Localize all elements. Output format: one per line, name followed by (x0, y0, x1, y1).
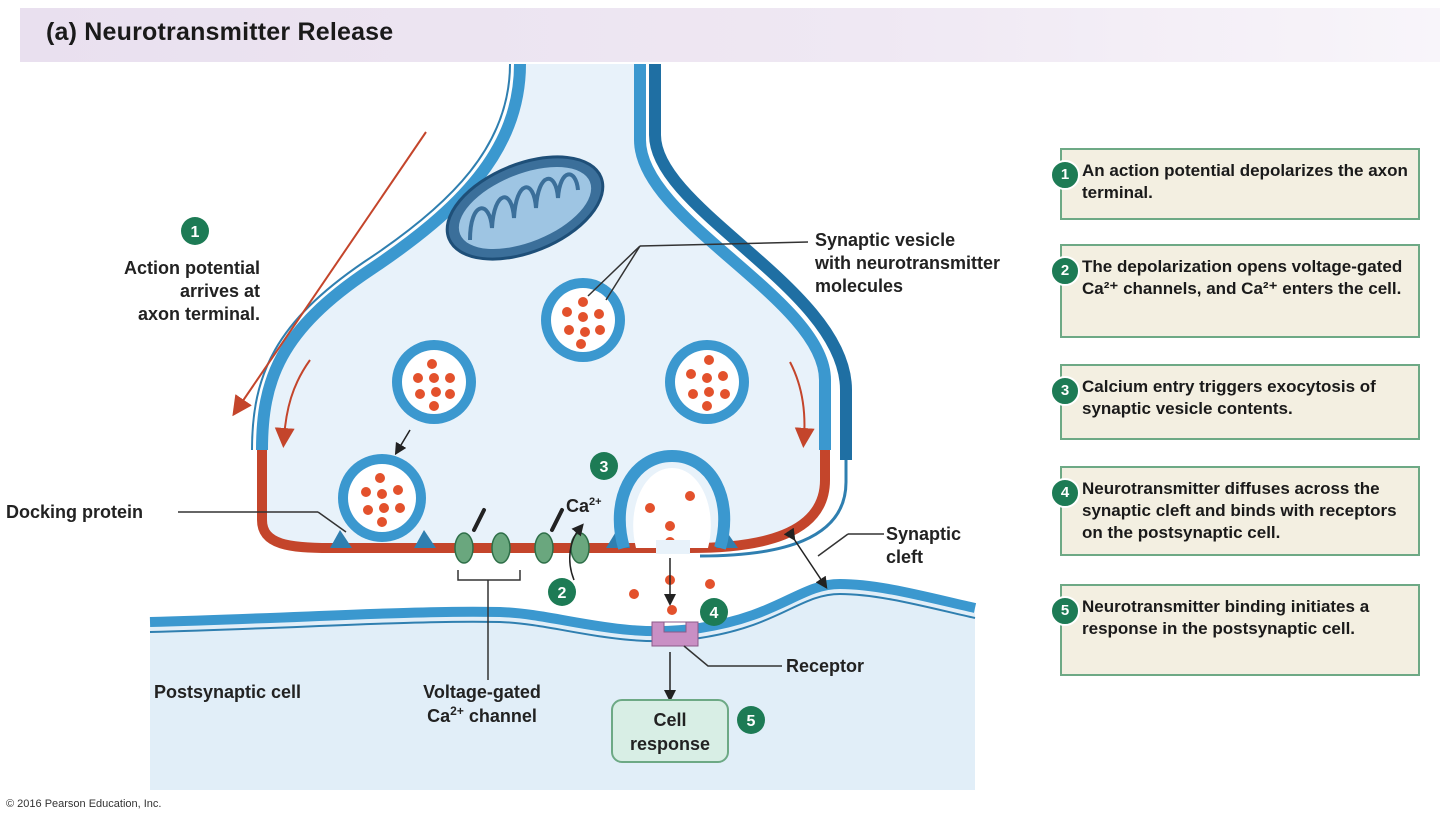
step-box-3: 3 Calcium entry triggers exocytosis of s… (1050, 364, 1420, 440)
step-text-3: Calcium entry triggers exocytosis of syn… (1082, 377, 1376, 418)
step-text-4: Neurotransmitter diffuses across the syn… (1082, 479, 1397, 542)
step-box-4: 4 Neurotransmitter diffuses across the s… (1050, 466, 1420, 556)
docked-vesicle (338, 454, 426, 542)
voltage-gated-ca-channels (454, 532, 590, 564)
svg-text:5: 5 (747, 713, 756, 730)
synaptic-cleft-label-1: Synaptic (886, 524, 961, 544)
svg-text:4: 4 (710, 605, 719, 622)
terminal-membrane-left (256, 63, 526, 451)
step-text-5: Neurotransmitter binding initiates a res… (1082, 597, 1370, 638)
step-number-3: 3 (1050, 376, 1080, 406)
postsynaptic-cell (150, 584, 975, 790)
marker-1: 1 (181, 217, 209, 245)
receptor (651, 621, 699, 647)
step-number-5: 5 (1050, 596, 1080, 626)
step-box-1: 1 An action potential depolarizes the ax… (1050, 148, 1420, 220)
cell-response-label-2: response (630, 734, 710, 754)
terminal-membrane-right (634, 64, 831, 450)
step-number-2: 2 (1050, 256, 1080, 286)
step-box-5: 5 Neurotransmitter binding initiates a r… (1050, 584, 1420, 676)
svg-text:1: 1 (191, 224, 200, 241)
synaptic-cleft-label-2: cleft (886, 547, 923, 567)
postsynaptic-cell-label: Postsynaptic cell (154, 682, 301, 702)
step-text-1: An action potential depolarizes the axon… (1082, 161, 1408, 202)
step-box-2: 2 The depolarization opens voltage-gated… (1050, 244, 1420, 338)
svg-text:2: 2 (558, 585, 567, 602)
synaptic-vesicle-top (541, 278, 625, 362)
marker-4: 4 (700, 598, 728, 626)
page-title: (a) Neurotransmitter Release (46, 18, 394, 46)
step-text-2: The depolarization opens voltage-gated C… (1082, 257, 1403, 298)
mitochondrion (445, 155, 605, 261)
synaptic-vesicle-label-2: with neurotransmitter (814, 253, 1000, 273)
copyright-notice: © 2016 Pearson Education, Inc. (6, 798, 162, 810)
marker-3: 3 (590, 452, 618, 480)
action-potential-label-1: Action potential (124, 258, 260, 278)
ca-ion-label: Ca2+ (566, 496, 602, 516)
voltage-gated-label-1: Voltage-gated (423, 682, 541, 702)
cell-response-label-1: Cell (653, 710, 686, 730)
synaptic-vesicle-right (665, 340, 749, 424)
fusing-vesicle (613, 449, 731, 550)
postsynaptic-membrane (149, 578, 977, 637)
step-number-4: 4 (1050, 478, 1080, 508)
docking-protein-label: Docking protein (6, 502, 143, 522)
voltage-gated-label-2: Ca2+ channel (427, 704, 537, 726)
action-potential-label-2: arrives at (180, 281, 260, 301)
synaptic-vesicle-label-3: molecules (815, 276, 903, 296)
synaptic-vesicle-left (392, 340, 476, 424)
receptor-label: Receptor (786, 656, 864, 676)
synaptic-vesicle-label-1: Synaptic vesicle (815, 230, 955, 250)
marker-2: 2 (548, 578, 576, 606)
action-potential-label-3: axon terminal. (138, 304, 260, 324)
title-bar: (a) Neurotransmitter Release (20, 8, 1440, 62)
step-number-1: 1 (1050, 160, 1080, 190)
neurotransmitter-molecules (629, 575, 715, 615)
cell-response-box (611, 699, 729, 763)
marker-5: 5 (737, 706, 765, 734)
svg-text:3: 3 (600, 459, 609, 476)
